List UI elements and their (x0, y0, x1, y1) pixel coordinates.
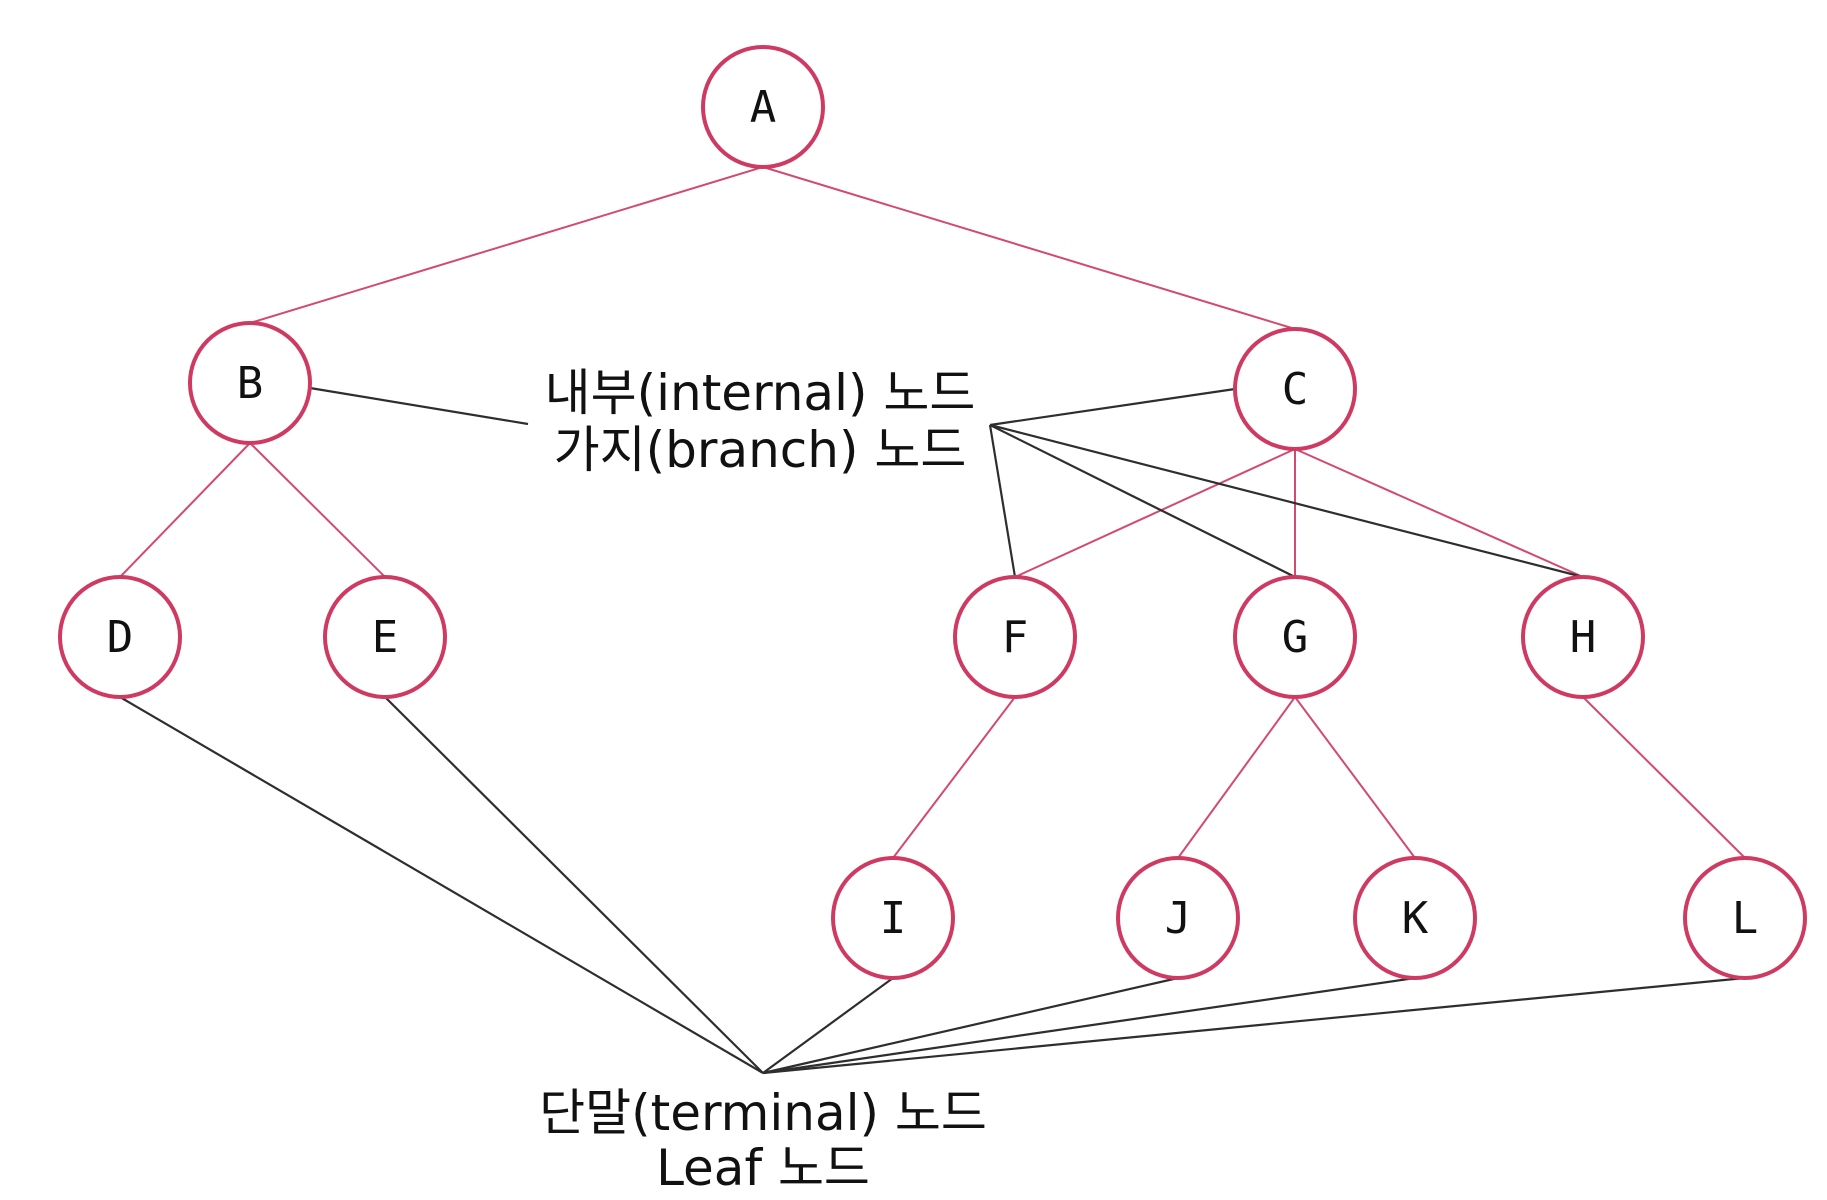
node-g: G (1233, 575, 1357, 699)
edge-b-d (119, 442, 251, 578)
node-j: J (1116, 856, 1240, 980)
node-circle-d (58, 575, 182, 699)
node-e: E (323, 575, 447, 699)
terminal-pointer-i (762, 977, 894, 1074)
node-label-e: E (372, 612, 399, 663)
internal-pointer-g (989, 424, 1296, 578)
node-circle-g (1233, 575, 1357, 699)
node-circle-a (701, 45, 825, 169)
edge-b-e (249, 442, 386, 578)
edge-c-f (1014, 448, 1296, 578)
node-label-a: A (750, 82, 777, 133)
node-label-h: H (1570, 612, 1597, 663)
terminal-pointer-k (762, 976, 1416, 1075)
edge-g-j (1177, 696, 1296, 859)
node-c: C (1233, 327, 1357, 451)
edge-g-k (1294, 696, 1416, 859)
internal-node-caption-line1: 내부(internal) 노드 (545, 364, 976, 422)
node-label-b: B (237, 358, 264, 409)
node-circle-j (1116, 856, 1240, 980)
node-f: F (953, 575, 1077, 699)
node-circle-b (188, 321, 312, 445)
node-label-c: C (1282, 364, 1309, 415)
node-d: D (58, 575, 182, 699)
node-b: B (188, 321, 312, 445)
terminal-node-caption-line2: Leaf 노드 (656, 1139, 870, 1197)
node-k: K (1353, 856, 1477, 980)
tree-nodes: A B C D E F G H I J K L (58, 45, 1807, 980)
edge-a-b (249, 166, 764, 324)
node-circle-l (1683, 856, 1807, 980)
node-label-g: G (1282, 612, 1309, 663)
node-circle-i (831, 856, 955, 980)
internal-pointer-f (988, 424, 1017, 578)
node-a: A (701, 45, 825, 169)
node-label-l: L (1732, 893, 1759, 944)
node-l: L (1683, 856, 1807, 980)
terminal-pointer-e (384, 696, 764, 1074)
annotation-pointers (119, 386, 1746, 1075)
node-circle-c (1233, 327, 1357, 451)
terminal-pointer-j (762, 976, 1179, 1075)
node-circle-e (323, 575, 447, 699)
tree-edges (119, 166, 1746, 859)
node-i: I (831, 856, 955, 980)
node-label-i: I (880, 893, 907, 944)
internal-node-caption-line2: 가지(branch) 노드 (554, 421, 967, 479)
internal-pointer-c (989, 387, 1236, 427)
internal-pointer-b (309, 386, 529, 426)
node-circle-h (1521, 575, 1645, 699)
terminal-node-caption-line1: 단말(terminal) 노드 (539, 1084, 987, 1142)
terminal-pointer-l (762, 976, 1746, 1075)
node-circle-k (1353, 856, 1477, 980)
node-label-d: D (107, 612, 134, 663)
edge-f-i (892, 696, 1016, 859)
edge-c-h (1294, 448, 1584, 578)
edge-h-l (1582, 696, 1746, 859)
node-label-j: J (1165, 893, 1192, 944)
edge-a-c (762, 166, 1296, 330)
node-label-k: K (1402, 893, 1429, 944)
internal-pointer-h (989, 423, 1584, 579)
node-circle-f (953, 575, 1077, 699)
node-h: H (1521, 575, 1645, 699)
node-label-f: F (1002, 612, 1029, 663)
terminal-pointer-d (119, 696, 764, 1074)
